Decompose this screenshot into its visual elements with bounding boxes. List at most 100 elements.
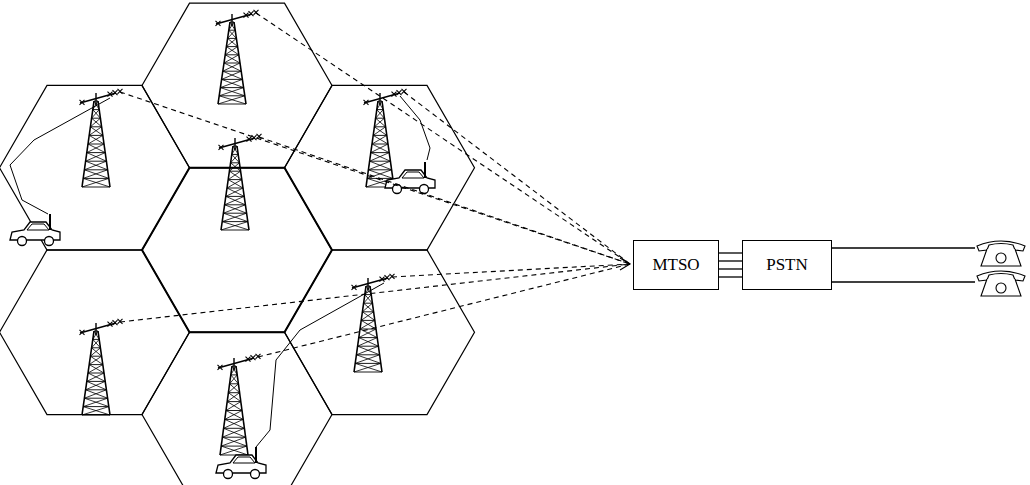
tower-brace	[86, 153, 106, 162]
tower-brace	[232, 366, 237, 375]
tower-brace	[93, 110, 101, 119]
tower-rung	[225, 419, 243, 420]
phone-dial	[996, 253, 1006, 263]
tower-brace	[228, 384, 238, 393]
tower-brace	[89, 356, 101, 364]
tower-brace	[228, 393, 240, 402]
tower-rung	[88, 373, 104, 374]
tower-brace	[229, 30, 237, 38]
phone-dial	[996, 283, 1006, 293]
tower-brace	[84, 161, 106, 170]
car-symbol	[10, 214, 60, 246]
tower-brace	[226, 188, 243, 196]
tower-rung	[93, 109, 99, 110]
tower-brace	[361, 312, 373, 321]
tower-rung	[84, 169, 107, 170]
tower-rung	[228, 179, 242, 180]
tower-brace	[228, 30, 236, 38]
radio-link	[256, 283, 384, 447]
tower-brace	[88, 373, 105, 381]
tower-brace	[88, 135, 103, 144]
tower-rung	[227, 401, 241, 402]
tower-rung	[86, 161, 107, 162]
tower-rung	[222, 79, 243, 80]
tower-brace	[373, 127, 385, 136]
phone-line	[832, 281, 975, 283]
tower-rung	[90, 126, 101, 127]
tower-symbol	[218, 354, 261, 455]
tower-brace	[84, 390, 106, 398]
tower-rung	[370, 161, 391, 162]
tower-rung	[222, 437, 245, 438]
cell-hexagon	[285, 85, 475, 250]
antenna-mark	[251, 355, 256, 360]
backhaul-link	[392, 264, 630, 277]
tower-rung	[226, 46, 237, 47]
tower-brace	[231, 366, 236, 375]
tower-brace	[228, 38, 238, 46]
tower-brace	[376, 110, 384, 119]
tower-rung	[373, 135, 387, 136]
antenna-mark	[244, 13, 249, 18]
antenna-mark	[108, 92, 113, 97]
tower-rung	[90, 356, 101, 357]
tower-brace	[359, 338, 379, 347]
tower-brace	[225, 205, 247, 213]
tower-rung	[228, 392, 239, 393]
tower-brace	[82, 178, 109, 187]
tower-rung	[224, 63, 240, 64]
tower-brace	[92, 110, 100, 119]
tower-brace	[374, 127, 386, 136]
tower-brace	[378, 101, 383, 110]
tower-brace	[358, 346, 380, 355]
tower-brace	[374, 118, 384, 127]
tower-brace	[86, 390, 108, 398]
cell-hexagon	[142, 3, 332, 168]
tower-brace	[224, 419, 244, 428]
tower-brace	[354, 363, 381, 372]
office-box: PSTN	[742, 240, 832, 290]
tower-rung	[225, 54, 239, 55]
tower-brace	[87, 153, 107, 162]
tower-brace	[233, 146, 238, 154]
tower-brace	[226, 196, 246, 204]
tower-brace	[87, 373, 104, 381]
tower-brace	[226, 411, 243, 420]
radio-link	[400, 96, 430, 160]
backhaul-link	[120, 92, 630, 264]
backhaul-link	[258, 264, 630, 357]
tower-rung	[223, 71, 241, 72]
box-label: PSTN	[766, 255, 808, 275]
tower-rung	[92, 347, 101, 348]
arrow-head	[620, 258, 630, 270]
car-window	[27, 224, 49, 230]
tower-symbol	[80, 89, 123, 187]
tower-rung	[229, 171, 240, 172]
tower-rung	[221, 230, 249, 231]
tower-rung	[362, 311, 373, 312]
tower-rung	[355, 363, 381, 364]
antenna-mark	[252, 135, 257, 140]
tower-brace	[371, 144, 388, 153]
tower-rung	[231, 374, 237, 375]
tower-rung	[221, 446, 247, 447]
tower-brace	[90, 127, 102, 136]
tower-brace	[228, 180, 243, 188]
tower-brace	[226, 402, 241, 411]
tower-brace	[86, 161, 108, 170]
tower-brace	[371, 153, 391, 162]
tower-rung	[228, 38, 237, 39]
tower-brace	[362, 303, 372, 312]
phone-base	[981, 249, 1021, 266]
tower-brace	[82, 407, 109, 415]
telephone-symbol	[977, 271, 1025, 296]
tower-rung	[225, 204, 246, 205]
tower-brace	[94, 331, 99, 339]
tower-rung	[371, 152, 389, 153]
tower-brace	[231, 163, 241, 171]
tower-brace	[219, 88, 243, 96]
tower-brace	[220, 79, 242, 87]
tower-rung	[87, 381, 105, 382]
